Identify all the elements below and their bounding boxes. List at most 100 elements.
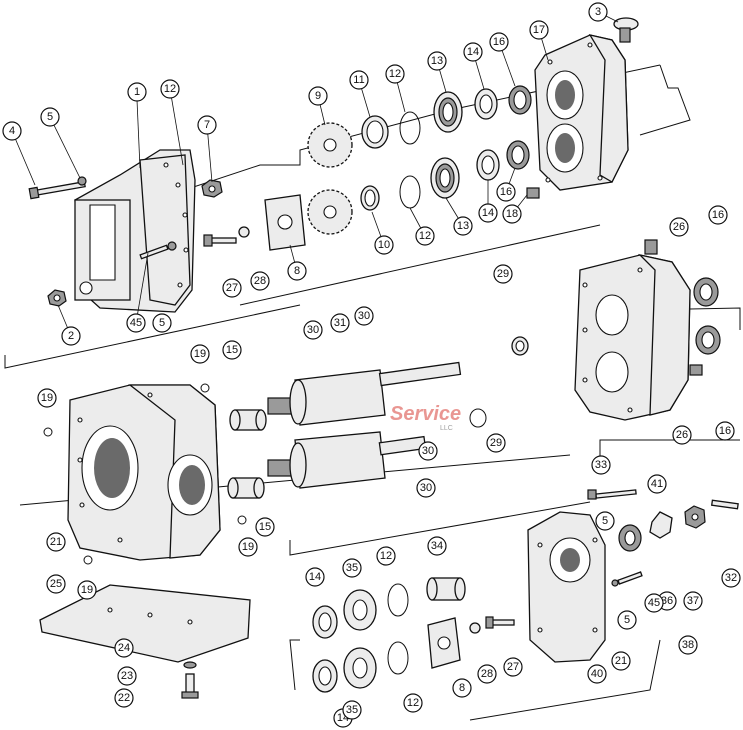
callout-12b: 12 xyxy=(385,64,405,84)
svg-text:45: 45 xyxy=(648,597,660,609)
svg-text:40: 40 xyxy=(591,668,603,680)
svg-text:21: 21 xyxy=(50,536,62,548)
svg-text:25: 25 xyxy=(50,578,62,590)
svg-text:23: 23 xyxy=(121,670,133,682)
svg-text:3: 3 xyxy=(595,6,601,18)
callout-30c: 30 xyxy=(418,441,438,461)
callout-1: 1 xyxy=(127,82,147,102)
callout-9: 9 xyxy=(308,86,328,106)
callout-12a: 12 xyxy=(160,79,180,99)
svg-text:12: 12 xyxy=(380,550,392,562)
svg-text:21: 21 xyxy=(615,655,627,667)
stud-45-bottom xyxy=(611,571,643,587)
svg-text:15: 15 xyxy=(226,344,238,356)
svg-text:12: 12 xyxy=(407,697,419,709)
svg-text:29: 29 xyxy=(490,437,502,449)
svg-text:26: 26 xyxy=(673,221,685,233)
callout-16d: 16 xyxy=(715,421,735,441)
callout-34: 34 xyxy=(427,536,447,556)
callout-28a: 28 xyxy=(250,271,270,291)
end-cover-40 xyxy=(527,511,606,663)
svg-text:28: 28 xyxy=(254,275,266,287)
svg-text:22: 22 xyxy=(118,692,130,704)
bearing-retainer-8-bottom xyxy=(427,617,461,669)
svg-text:15: 15 xyxy=(259,521,271,533)
svg-text:7: 7 xyxy=(204,119,210,131)
svg-text:5: 5 xyxy=(159,317,165,329)
base-plate-24 xyxy=(39,584,251,663)
timing-gears-9 xyxy=(307,122,353,235)
callout-15a: 15 xyxy=(222,340,242,360)
svg-text:13: 13 xyxy=(431,55,443,67)
callout-16b: 16 xyxy=(496,182,516,202)
svg-text:19: 19 xyxy=(194,348,206,360)
callout-29b: 29 xyxy=(486,433,506,453)
svg-text:27: 27 xyxy=(507,661,519,673)
svg-text:5: 5 xyxy=(602,515,608,527)
svg-text:16: 16 xyxy=(712,209,724,221)
svg-text:35: 35 xyxy=(346,704,358,716)
callout-7: 7 xyxy=(197,115,217,135)
key-32 xyxy=(710,499,739,510)
callout-5c: 5 xyxy=(595,511,615,531)
callout-19d: 19 xyxy=(77,580,97,600)
svg-text:30: 30 xyxy=(422,445,434,457)
callout-27b: 27 xyxy=(503,657,523,677)
callout-37: 37 xyxy=(683,591,703,611)
sleeve-34 xyxy=(426,577,466,601)
callout-14b: 14 xyxy=(478,203,498,223)
watermark-text: Service xyxy=(390,403,461,425)
callout-26b: 26 xyxy=(672,425,692,445)
watermark-sub: LLC xyxy=(440,425,453,432)
callout-38: 38 xyxy=(678,635,698,655)
svg-text:37: 37 xyxy=(687,595,699,607)
callout-8a: 8 xyxy=(287,261,307,281)
svg-text:26: 26 xyxy=(676,429,688,441)
callout-35a: 35 xyxy=(342,558,362,578)
oring-19b xyxy=(43,427,53,437)
rotor-lower xyxy=(267,431,427,489)
bushing-15b xyxy=(227,477,265,499)
svg-text:11: 11 xyxy=(353,74,364,86)
callout-4: 4 xyxy=(2,121,22,141)
callout-21a: 21 xyxy=(46,532,66,552)
svg-text:30: 30 xyxy=(420,482,432,494)
washer-28-top xyxy=(238,226,250,238)
svg-text:34: 34 xyxy=(431,540,443,552)
svg-text:18: 18 xyxy=(506,208,518,220)
breather-3 xyxy=(613,17,639,43)
callout-11: 11 xyxy=(349,70,369,90)
ring-29b xyxy=(469,408,487,428)
svg-text:14: 14 xyxy=(482,207,494,219)
callout-13b: 13 xyxy=(453,216,473,236)
callout-22: 22 xyxy=(114,688,134,708)
cover-plate-33 xyxy=(574,253,691,421)
callout-45b: 45 xyxy=(644,593,664,613)
plug-18 xyxy=(526,187,540,199)
pump-casing-25 xyxy=(67,384,221,561)
washer-28-bottom xyxy=(469,622,481,634)
svg-text:19: 19 xyxy=(81,584,93,596)
callout-25: 25 xyxy=(46,574,66,594)
callout-14c: 14 xyxy=(305,567,325,587)
gear-case-17 xyxy=(534,34,629,191)
callout-16a: 16 xyxy=(489,32,509,52)
callout-5b: 5 xyxy=(152,313,172,333)
lockwasher-36 xyxy=(649,511,673,539)
callout-10: 10 xyxy=(374,235,394,255)
callout-19c: 19 xyxy=(238,537,258,557)
fitting-26a xyxy=(644,239,658,255)
snap-ring-12a xyxy=(399,111,421,145)
callout-15b: 15 xyxy=(255,517,275,537)
svg-text:13: 13 xyxy=(457,220,469,232)
oring-19d xyxy=(83,555,93,565)
ball-bearing-35b xyxy=(343,647,377,689)
callout-5d: 5 xyxy=(617,610,637,630)
svg-text:2: 2 xyxy=(68,330,74,342)
svg-text:27: 27 xyxy=(226,282,238,294)
bolt-22 xyxy=(181,673,199,699)
washer-5-top xyxy=(77,176,87,186)
callout-31: 31 xyxy=(330,313,350,333)
oring-19a xyxy=(200,383,210,393)
watermark: Service LLC xyxy=(390,403,461,432)
